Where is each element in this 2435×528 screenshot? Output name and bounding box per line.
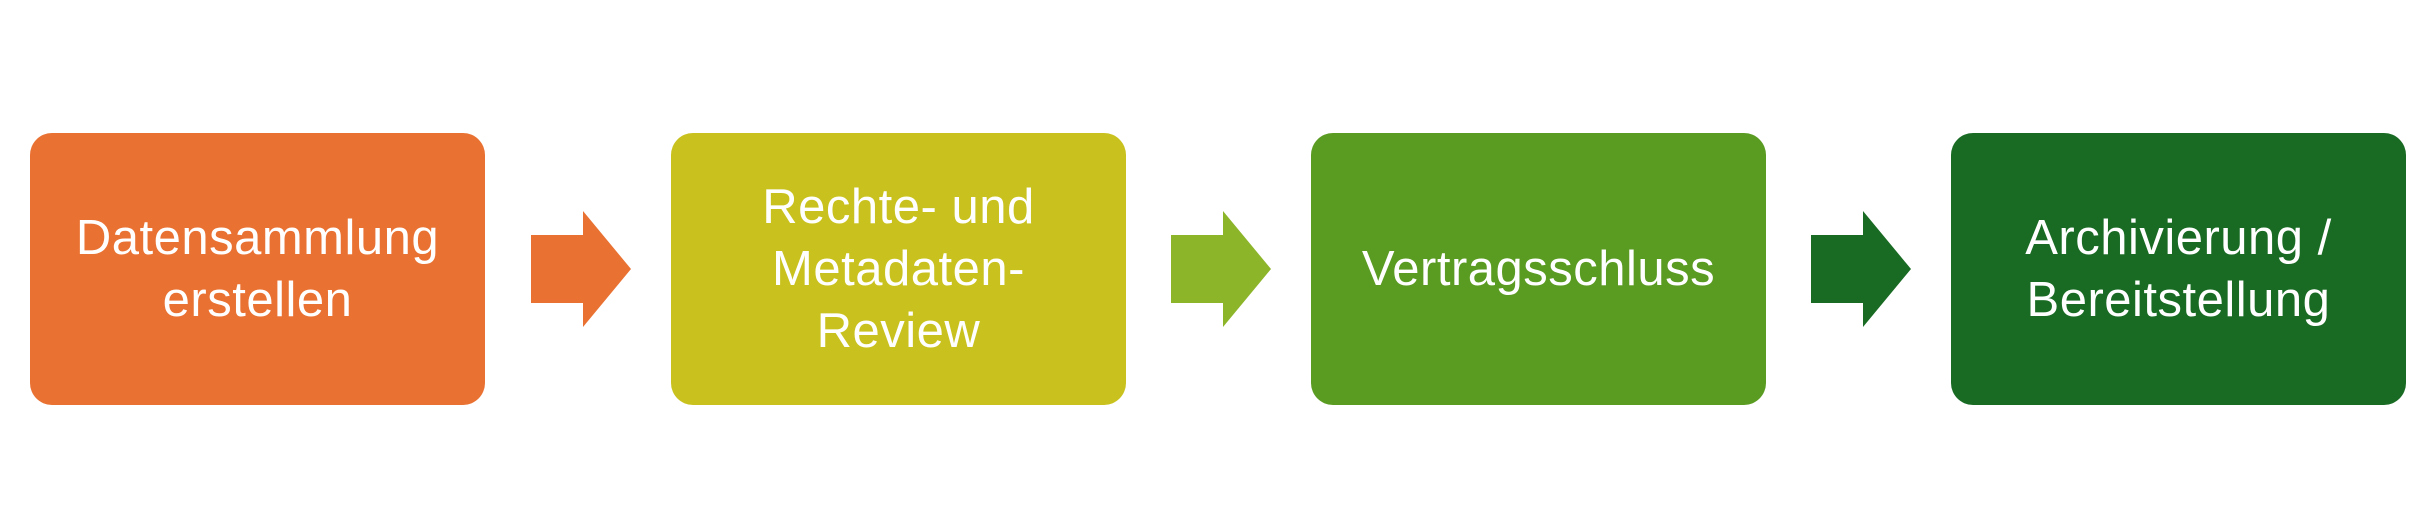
arrow-right-icon	[531, 211, 631, 327]
step-box-datensammlung: Datensammlung erstellen	[30, 133, 485, 405]
step-label-vertragsschluss: Vertragsschluss	[1361, 242, 1716, 296]
step-label-archivierung-bereitstellung: Archivierung / Bereitstellung	[2025, 211, 2332, 327]
arrow-right-icon	[1811, 211, 1911, 327]
step-box-archivierung-bereitstellung: Archivierung / Bereitstellung	[1951, 133, 2406, 405]
step-label-rechte-metadaten-review: Rechte- und Metadaten- Review	[762, 180, 1035, 358]
arrow-right-icon	[1171, 211, 1271, 327]
step-box-vertragsschluss: Vertragsschluss	[1311, 133, 1766, 405]
step-label-datensammlung: Datensammlung erstellen	[75, 211, 440, 327]
step-box-rechte-metadaten-review: Rechte- und Metadaten- Review	[671, 133, 1126, 405]
